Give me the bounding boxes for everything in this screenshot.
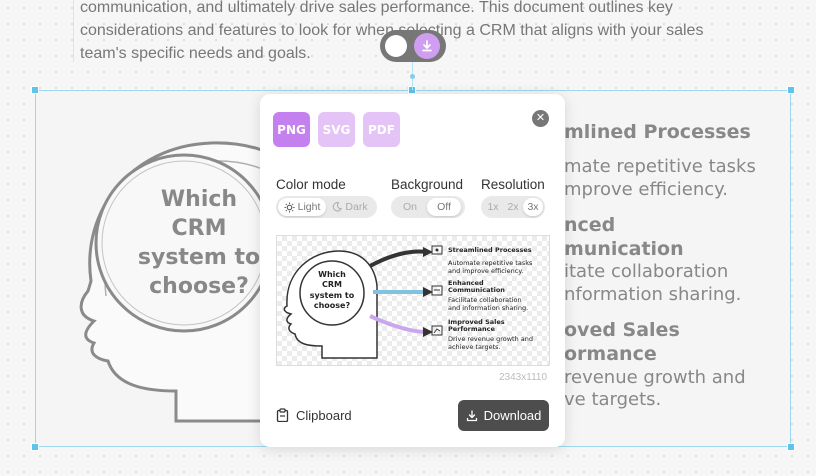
color-mode-dark[interactable]: Dark <box>326 198 374 216</box>
preview-center-line: choose? <box>313 301 351 310</box>
preview-center-line: CRM <box>322 280 342 289</box>
background-off[interactable]: Off <box>427 198 461 216</box>
close-icon[interactable]: ✕ <box>532 110 549 127</box>
format-pdf-button[interactable]: PDF <box>363 112 400 147</box>
preview-topic-desc: achieve targets. <box>448 343 501 351</box>
preview-center-line: system to <box>309 291 355 300</box>
export-dimensions: 2343x1110 <box>499 372 548 383</box>
diagram-topic-title: mlined Processes <box>564 121 751 143</box>
clipboard-label: Clipboard <box>296 407 352 423</box>
color-mode-label: Color mode <box>276 177 346 192</box>
resolution-selector: 1x 2x 3x <box>481 196 545 218</box>
toggle-knob[interactable] <box>385 35 407 57</box>
preview-topic-title: Streamlined Processes <box>448 246 532 254</box>
preview-topic-desc: Drive revenue growth and <box>448 335 533 343</box>
background-on[interactable]: On <box>402 201 417 213</box>
download-label: Download <box>483 408 542 423</box>
chart-icon <box>431 325 443 336</box>
background-label: Background <box>391 177 464 192</box>
document-line: communication, and ultimately drive sale… <box>80 0 673 16</box>
preview-topic-desc: and information sharing. <box>448 304 529 312</box>
color-mode-light-label: Light <box>297 201 321 213</box>
chat-icon <box>431 285 443 296</box>
copy-to-clipboard-button[interactable]: Clipboard <box>276 404 352 426</box>
resolution-1x[interactable]: 1x <box>487 201 499 213</box>
resolution-label: Resolution <box>481 177 545 192</box>
format-png-button[interactable]: PNG <box>273 112 310 147</box>
preview-topic-title: Enhanced Communication <box>448 279 505 294</box>
preview-topic-desc: Automate repetitive tasks <box>448 259 533 267</box>
diagram-center-line: CRM <box>171 216 227 241</box>
preview-topic-desc: Facilitate collaboration <box>448 296 522 304</box>
preview-head-illustration <box>283 245 443 359</box>
diagram-topic-desc: ve targets. <box>564 389 662 410</box>
export-toggle[interactable] <box>380 30 446 62</box>
diagram-center-line: system to <box>137 245 261 270</box>
diagram-topic-title: nced <box>564 214 616 236</box>
diagram-topic-desc: revenue growth and <box>564 367 746 388</box>
resize-handle-bottom-left[interactable] <box>31 443 39 451</box>
diagram-topic-title: ormance <box>564 343 657 365</box>
resize-handle-bottom-right[interactable] <box>787 443 795 451</box>
diagram-topic-desc: itate collaboration <box>564 261 729 282</box>
export-popup: PNG SVG PDF ✕ Color mode Background Reso… <box>260 94 565 447</box>
diagram-topic-title: munication <box>564 238 684 260</box>
color-mode-light[interactable]: Light <box>278 198 326 216</box>
resize-handle-top-left[interactable] <box>31 86 39 94</box>
resolution-2x[interactable]: 2x <box>507 201 519 213</box>
export-preview: Which CRM system to choose? Streamlined … <box>276 235 550 366</box>
diagram-topic-desc: mate repetitive tasks <box>564 156 756 177</box>
diagram-topic-desc: nformation sharing. <box>564 284 742 305</box>
document-margin-line <box>73 0 74 62</box>
diagram-center-line: Which <box>160 187 238 212</box>
format-svg-button[interactable]: SVG <box>318 112 355 147</box>
resize-handle-top-right[interactable] <box>787 86 795 94</box>
preview-center-line: Which <box>318 270 346 279</box>
color-mode-dark-label: Dark <box>345 201 368 213</box>
diagram-topic-title: oved Sales <box>564 319 680 341</box>
background-selector: On Off <box>391 196 465 218</box>
diagram-topic-desc: mprove efficiency. <box>564 179 728 200</box>
sun-icon <box>284 201 295 213</box>
download-icon <box>466 409 477 421</box>
diagram-center-line: choose? <box>149 274 249 299</box>
moon-icon <box>333 202 343 212</box>
download-button[interactable]: Download <box>458 400 549 431</box>
rotate-handle[interactable] <box>410 74 415 79</box>
link-icon <box>431 245 443 255</box>
resolution-3x[interactable]: 3x <box>523 198 543 216</box>
download-icon[interactable] <box>414 33 440 59</box>
document-line: team's specific needs and goals. <box>80 45 311 62</box>
color-mode-selector: Light Dark <box>276 196 377 218</box>
preview-topic-desc: and improve efficiency. <box>448 267 524 275</box>
preview-topic-title: Improved Sales Performance <box>448 318 505 333</box>
clipboard-icon <box>276 408 289 422</box>
